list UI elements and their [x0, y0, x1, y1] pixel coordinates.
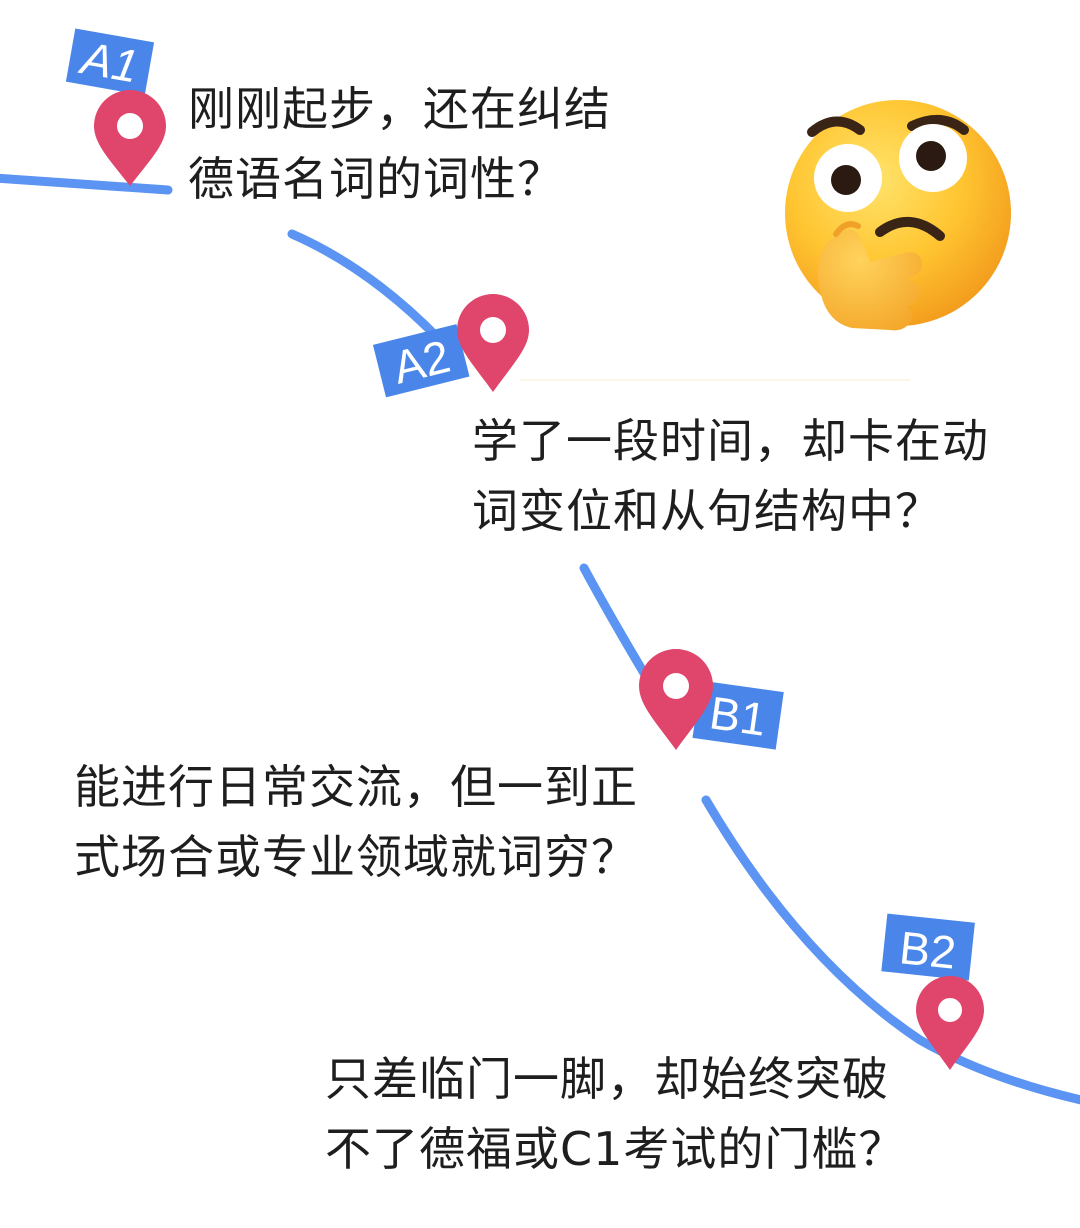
question-line: 德语名词的词性？ — [188, 152, 564, 206]
question-line: 式场合或专业领域就词穷？ — [74, 830, 638, 884]
path-segment-a1 — [0, 173, 173, 195]
map-pin-icon — [94, 90, 166, 186]
level-badge-b2: B2 — [881, 913, 975, 981]
question-line: 只差临门一脚，却始终突破 — [325, 1052, 889, 1106]
badge-label: A1 — [75, 31, 142, 93]
thinking-face-emoji — [785, 100, 1011, 331]
badge-label: B1 — [707, 686, 770, 745]
stage-a2-question: 学了一段时间，却卡在动 词变位和从句结构中？ — [472, 406, 989, 546]
path-segment-a1-a2 — [287, 229, 445, 345]
map-pin-icon — [916, 976, 984, 1070]
question-line: 能进行日常交流，但一到正 — [74, 760, 638, 814]
level-badge-a1: A1 — [65, 28, 155, 96]
question-line: 不了德福或C1考试的门槛？ — [325, 1122, 906, 1176]
level-badge-b1: B1 — [692, 680, 784, 750]
stage-b1-question: 能进行日常交流，但一到正 式场合或专业领域就词穷？ — [74, 752, 638, 892]
level-badge-a2: A2 — [372, 324, 470, 398]
path-segment-b2 — [701, 795, 1080, 1105]
stage-b2-question: 只差临门一脚，却始终突破 不了德福或C1考试的门槛？ — [325, 1044, 905, 1184]
learning-path — [0, 173, 1080, 1105]
badge-label: B2 — [897, 921, 958, 979]
question-line: 学了一段时间，却卡在动 — [472, 414, 989, 468]
map-pin-icon — [457, 294, 529, 392]
map-pin-icon — [639, 649, 713, 750]
question-line: 刚刚起步，还在纠结 — [188, 82, 611, 136]
stage-a1-question: 刚刚起步，还在纠结 德语名词的词性？ — [188, 74, 611, 214]
question-line: 词变位和从句结构中？ — [472, 484, 942, 538]
